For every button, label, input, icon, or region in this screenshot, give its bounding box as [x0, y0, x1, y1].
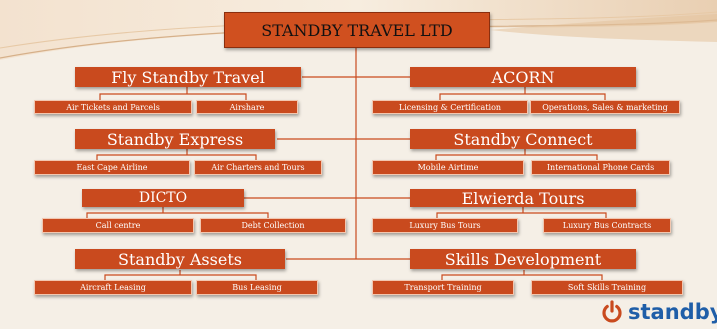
logo-text: standby [628, 300, 717, 324]
header-swoosh [0, 0, 717, 60]
power-icon [602, 300, 622, 323]
sub-international-phone-cards: International Phone Cards [531, 160, 670, 175]
standby-logo: standby [600, 299, 717, 325]
sub-call-centre: Call centre [42, 218, 194, 233]
sub-transport-training: Transport Training [372, 280, 514, 295]
division-dicto: DICTO [82, 189, 244, 207]
division-standby-assets: Standby Assets [75, 249, 285, 269]
sub-luxury-bus-tours: Luxury Bus Tours [372, 218, 518, 233]
sub-air-charters-tours: Air Charters and Tours [194, 160, 322, 175]
sub-bracket [96, 149, 257, 160]
sub-airshare: Airshare [196, 100, 298, 114]
sub-bus-leasing: Bus Leasing [196, 280, 318, 295]
sub-bracket [441, 270, 603, 280]
header-swoosh-line [490, 14, 717, 42]
division-fly-standby-travel: Fly Standby Travel [75, 67, 301, 87]
root-node: STANDBY TRAVEL LTD [224, 12, 490, 48]
division-elwierda-tours: Elwierda Tours [410, 189, 636, 207]
sub-bracket [436, 207, 607, 218]
sub-mobile-airtime: Mobile Airtime [372, 160, 524, 175]
sub-east-cape-airline: East Cape Airline [34, 160, 190, 175]
sub-debt-collection: Debt Collection [200, 218, 346, 233]
sub-licensing-certification: Licensing & Certification [372, 100, 528, 114]
sub-air-tickets-parcels: Air Tickets and Parcels [34, 100, 192, 114]
sub-bracket [99, 87, 247, 100]
sub-soft-skills-training: Soft Skills Training [531, 280, 683, 295]
division-acorn: ACORN [410, 67, 636, 87]
sub-bracket [104, 270, 257, 280]
sub-bracket [86, 207, 269, 218]
division-standby-express: Standby Express [75, 129, 275, 149]
sub-aircraft-leasing: Aircraft Leasing [34, 280, 192, 295]
division-standby-connect: Standby Connect [410, 129, 636, 149]
sub-bracket [435, 149, 598, 160]
sub-bracket [439, 87, 606, 100]
sub-luxury-bus-contracts: Luxury Bus Contracts [543, 218, 671, 233]
division-skills-development: Skills Development [410, 249, 636, 269]
sub-operations-sales-marketing: Operations, Sales & marketing [530, 100, 680, 114]
